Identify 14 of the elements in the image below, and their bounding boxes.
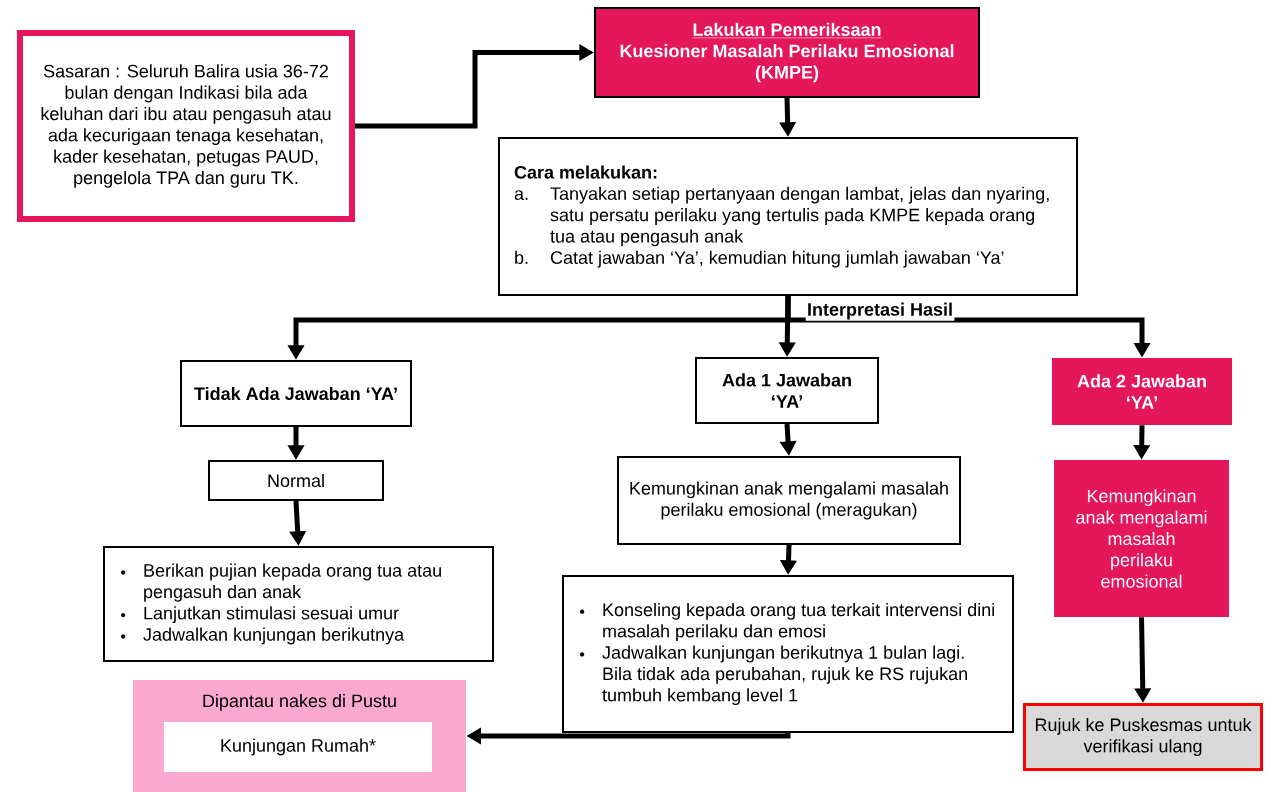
process-box: Cara melakukan: a. Tanyakan setiap pertanyaan dengan lambat, jelas dan nyaring, satu persatu perilaku yang tertulis pada KMPE kepada orang tua atau pengasuh anak b. Catat jawaban ‘Ya’, kemudian hitung jumlah jawaban ‘Ya’ — [498, 137, 1078, 296]
process-box: Kemungkinan anak mengalami masalah perilaku emosional — [1054, 460, 1229, 617]
process-box: Ada 1 Jawaban ‘YA’ — [695, 357, 879, 424]
process-box: Rujuk ke Puskesmas untuk verifikasi ulang — [1023, 703, 1263, 771]
process-box: Ada 2 Jawaban ‘YA’ — [1052, 358, 1232, 425]
process-box: Sasaran : Seluruh Balira usia 36-72 bulan dengan Indikasi bila ada keluhan dari ibu atau pengasuh atau ada kecurigaan tenaga kesehatan, kader kesehatan, petugas PAUD, pengelola TPA dan guru TK. — [17, 30, 355, 222]
process-box: Konseling kepada orang tua terkait intervensi dini masalah perilaku dan emosi Jadwalkan kunjungan berikutnya 1 bulan lagi. Bila tidak ada perubahan, rujuk ke RS rujukan tumbuh kembang level 1 — [562, 575, 1014, 733]
process-box: Berikan pujian kepada orang tua atau pengasuh dan anak Lanjutkan stimulasi sesuai umur Jadwalkan kunjungan berikutnya — [103, 546, 494, 662]
process-box: Kemungkinan anak mengalami masalah perilaku emosional (meragukan) — [617, 456, 961, 545]
process-box: Normal — [208, 460, 384, 501]
inner-box: Kunjungan Rumah* — [164, 722, 432, 772]
edge-label: Interpretasi Hasil — [805, 301, 955, 321]
process-box: Tidak Ada Jawaban ‘YA’ — [180, 360, 412, 427]
process-box: Lakukan Pemeriksaan Kuesioner Masalah Perilaku Emosional (KMPE) — [594, 7, 980, 98]
